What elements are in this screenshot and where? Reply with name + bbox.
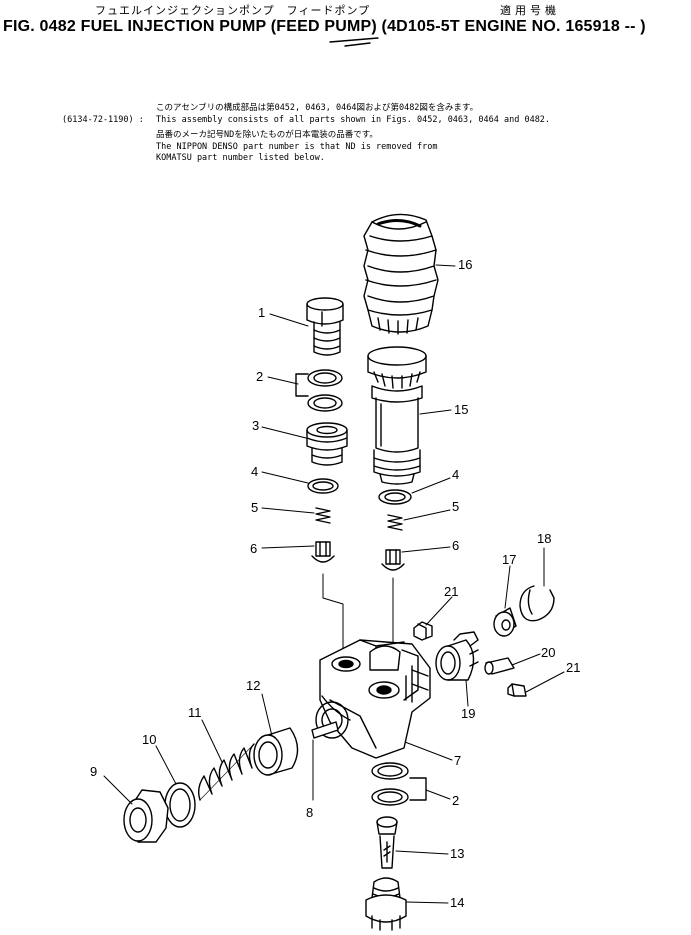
callout-20: 20 <box>541 645 555 660</box>
callout-4-right: 4 <box>452 467 459 482</box>
callout-2-upper: 2 <box>256 369 263 384</box>
callout-10: 10 <box>142 732 156 747</box>
note-line-jp-1: このアセンブリの構成部品は第0452, 0463, 0464図および第0482図… <box>156 103 479 113</box>
part-20-pin <box>484 657 515 675</box>
part-19-bushing <box>435 631 479 681</box>
part-15-priming-pump <box>367 346 427 485</box>
note-line-en-2: The NIPPON DENSO part number is that ND … <box>156 141 438 152</box>
callout-5-left: 5 <box>251 500 258 515</box>
note-line-jp-2: 品番のメーカ記号NDを除いたものが日本電装の品番です。 <box>156 130 378 140</box>
assembly-part-number: (6134-72-1190) : <box>62 114 144 125</box>
part-8-shaft <box>311 721 339 739</box>
part-4-gasket-left <box>307 478 339 494</box>
leader-lines <box>103 264 565 904</box>
part-6-check-valve-right <box>381 549 405 571</box>
part-14-connector <box>365 877 407 931</box>
callout-11: 11 <box>188 705 202 720</box>
part-21-screw-upper <box>413 621 433 641</box>
part-12-piston <box>253 727 299 776</box>
centerline-left <box>322 573 344 651</box>
part-5-spring-right <box>387 514 403 531</box>
callout-8: 8 <box>306 805 313 820</box>
part-11-spring <box>197 743 255 801</box>
callout-6-right: 6 <box>452 538 459 553</box>
part-13-strainer <box>376 816 398 869</box>
callout-6-left: 6 <box>250 541 257 556</box>
callout-14: 14 <box>450 895 464 910</box>
part-17-roller <box>493 607 517 637</box>
callout-9: 9 <box>90 764 97 779</box>
callout-15: 15 <box>454 402 468 417</box>
callout-labels: 1 2 3 4 5 6 16 15 4 5 6 17 18 21 20 21 1… <box>90 257 580 910</box>
note-line-en-3: KOMATSU part number listed below. <box>156 153 325 163</box>
part-4-gasket-right <box>378 489 412 505</box>
figure-title: FIG. 0482 FUEL INJECTION PUMP (FEED PUMP… <box>3 18 646 35</box>
callout-1: 1 <box>258 305 265 320</box>
part-16-cap <box>363 213 439 335</box>
callout-21-upper: 21 <box>444 584 458 599</box>
part-2-gaskets-lower <box>371 762 427 806</box>
callout-13: 13 <box>450 846 464 861</box>
callout-18: 18 <box>537 531 551 546</box>
japanese-title: フュエルインジェクションポンプ フィードポンプ <box>95 4 371 17</box>
callout-4-left: 4 <box>251 464 258 479</box>
note-line-en-1: This assembly consists of all parts show… <box>156 114 551 125</box>
callout-3: 3 <box>252 418 259 433</box>
part-18-snap-ring <box>519 585 555 622</box>
callout-19: 19 <box>461 706 475 721</box>
callout-5-right: 5 <box>452 499 459 514</box>
part-7-pump-body <box>315 639 431 759</box>
part-9-plug <box>123 789 169 843</box>
part-21-screw-lower <box>507 683 527 697</box>
part-2-gaskets-upper <box>295 369 343 412</box>
part-1-plug <box>306 297 344 356</box>
callout-16: 16 <box>458 257 472 272</box>
callout-7: 7 <box>454 753 461 768</box>
applicable-serial-label: 適用号機 <box>500 4 560 17</box>
part-5-spring-left <box>315 507 331 524</box>
part-3-valve-seat <box>306 422 348 466</box>
callout-2-lower: 2 <box>452 793 459 808</box>
callout-17: 17 <box>502 552 516 567</box>
part-6-check-valve-left <box>311 541 335 563</box>
callout-21-lower: 21 <box>566 660 580 675</box>
callout-12: 12 <box>246 678 260 693</box>
title-underline-mark <box>329 37 379 47</box>
